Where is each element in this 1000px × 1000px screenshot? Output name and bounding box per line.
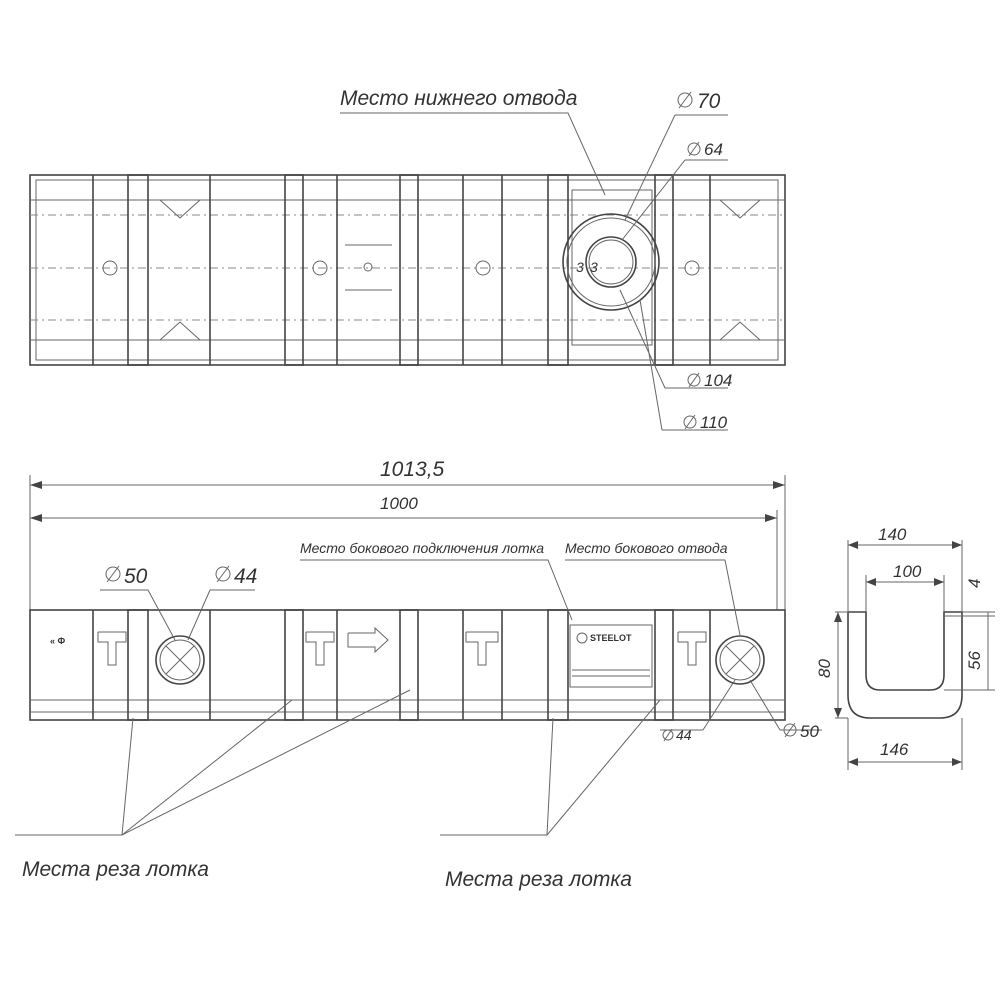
- side-notches: [97, 631, 707, 666]
- dim-d104: 104: [687, 371, 732, 390]
- svg-text:110: 110: [700, 413, 728, 432]
- dim-section-140: 140: [878, 525, 907, 544]
- left-side-outlet: [155, 635, 205, 685]
- svg-text:64: 64: [704, 140, 723, 159]
- brand-label: STEELOT: [590, 633, 632, 643]
- label-side-tray-connection: Место бокового подключения лотка: [300, 540, 544, 556]
- dim-left-d50: 50: [105, 565, 148, 588]
- dim-d110: 110: [683, 413, 728, 432]
- marker-3a: 3: [576, 259, 584, 275]
- svg-text:50: 50: [124, 565, 148, 588]
- marker-3b: 3: [590, 259, 598, 275]
- label-cut-places-left: Места реза лотка: [22, 858, 209, 881]
- direction-arrow-icon: [347, 626, 389, 654]
- svg-text:« Ф: « Ф: [50, 636, 66, 646]
- label-side-outlet: Место бокового отвода: [565, 540, 728, 556]
- top-hole-2: [312, 260, 328, 276]
- label-bottom-outlet: Место нижнего отвода: [340, 87, 577, 110]
- label-cut-places-right: Места реза лотка: [445, 868, 632, 891]
- top-hole-4: [684, 260, 700, 276]
- dim-section-146: 146: [880, 740, 909, 759]
- dim-d70: 70: [677, 90, 721, 113]
- bottom-outlet: 3 3: [562, 189, 660, 346]
- svg-text:44: 44: [234, 565, 257, 588]
- top-leaders: [340, 112, 728, 431]
- side-view-joints: [92, 609, 711, 721]
- svg-text:70: 70: [697, 90, 721, 113]
- brand-logo-icon: [576, 632, 588, 644]
- outlet-d110-circle: [562, 213, 660, 311]
- side-view-outline: [29, 609, 786, 721]
- svg-text:44: 44: [676, 727, 692, 743]
- side-view: « Ф STEELOT: [15, 540, 822, 891]
- dim-right-d50: 50: [783, 722, 819, 741]
- cross-section: 140 100 146 80 4 56: [815, 525, 995, 770]
- side-leaders: [100, 559, 822, 731]
- dim-right-d44: 44: [662, 727, 692, 743]
- top-view: 3 3 Место нижнего отвода 70 64 104: [29, 87, 786, 432]
- dim-section-80: 80: [815, 659, 834, 678]
- dim-section-56: 56: [965, 651, 984, 670]
- top-view-triangles: [159, 199, 761, 341]
- svg-text:104: 104: [704, 371, 732, 390]
- right-side-outlet: [715, 635, 765, 685]
- side-tray-connection: STEELOT: [569, 624, 653, 688]
- top-center-marking: [345, 244, 392, 291]
- outlet-d70-circle: [585, 236, 637, 288]
- dim-section-100: 100: [893, 562, 922, 581]
- cut-leaders: [15, 689, 661, 836]
- dim-left-d44: 44: [215, 565, 257, 588]
- section-profile: [847, 611, 963, 719]
- top-view-joints: [92, 174, 711, 366]
- dim-overall-length: 1013,5: [380, 458, 445, 481]
- dim-nominal-length: 1000: [380, 494, 418, 513]
- dim-d64: 64: [687, 140, 723, 159]
- svg-text:50: 50: [800, 722, 819, 741]
- top-hole-3: [475, 260, 491, 276]
- left-end-marks: « Ф: [50, 636, 66, 646]
- dim-section-4: 4: [965, 579, 984, 588]
- length-dimensions: 1013,5 1000: [29, 458, 786, 610]
- top-hole-1: [102, 260, 118, 276]
- top-view-outline: [29, 174, 786, 366]
